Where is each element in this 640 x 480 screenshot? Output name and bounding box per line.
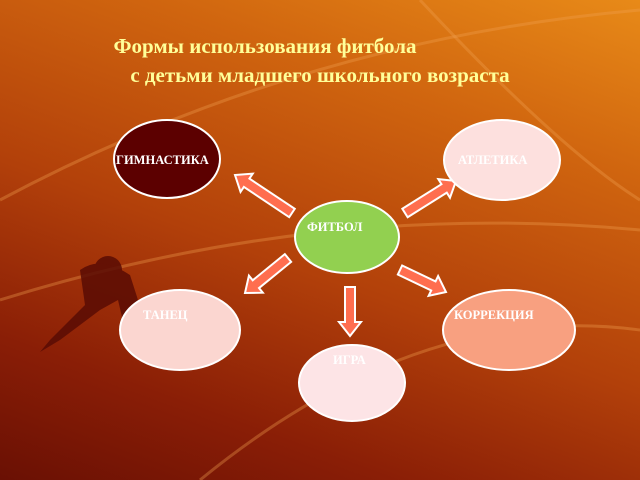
title-line-2: с детьми младшего школьного возраста [130, 63, 510, 87]
arrow-1 [400, 177, 458, 219]
node-game [298, 344, 406, 422]
node-label-athletics: АТЛЕТИКА [458, 153, 528, 167]
node-label-dance: ТАНЕЦ [143, 308, 188, 322]
node-label-game: ИГРА [333, 353, 366, 367]
arrow-3 [396, 264, 448, 298]
arrow-0 [233, 172, 297, 219]
node-label-correction: КОРРЕКЦИЯ [454, 308, 534, 322]
node-center-fitball [294, 200, 400, 274]
arrow-4 [336, 286, 364, 338]
node-label-gymnastics: ГИМНАСТИКА [116, 153, 209, 167]
arrow-2 [243, 252, 293, 295]
node-correction [442, 289, 576, 371]
center-label: ФИТБОЛ [307, 220, 363, 234]
title-line-1: Формы использования фитбола [113, 34, 417, 58]
node-gymnastics [113, 119, 221, 199]
node-athletics [443, 119, 561, 201]
node-dance [119, 289, 241, 371]
